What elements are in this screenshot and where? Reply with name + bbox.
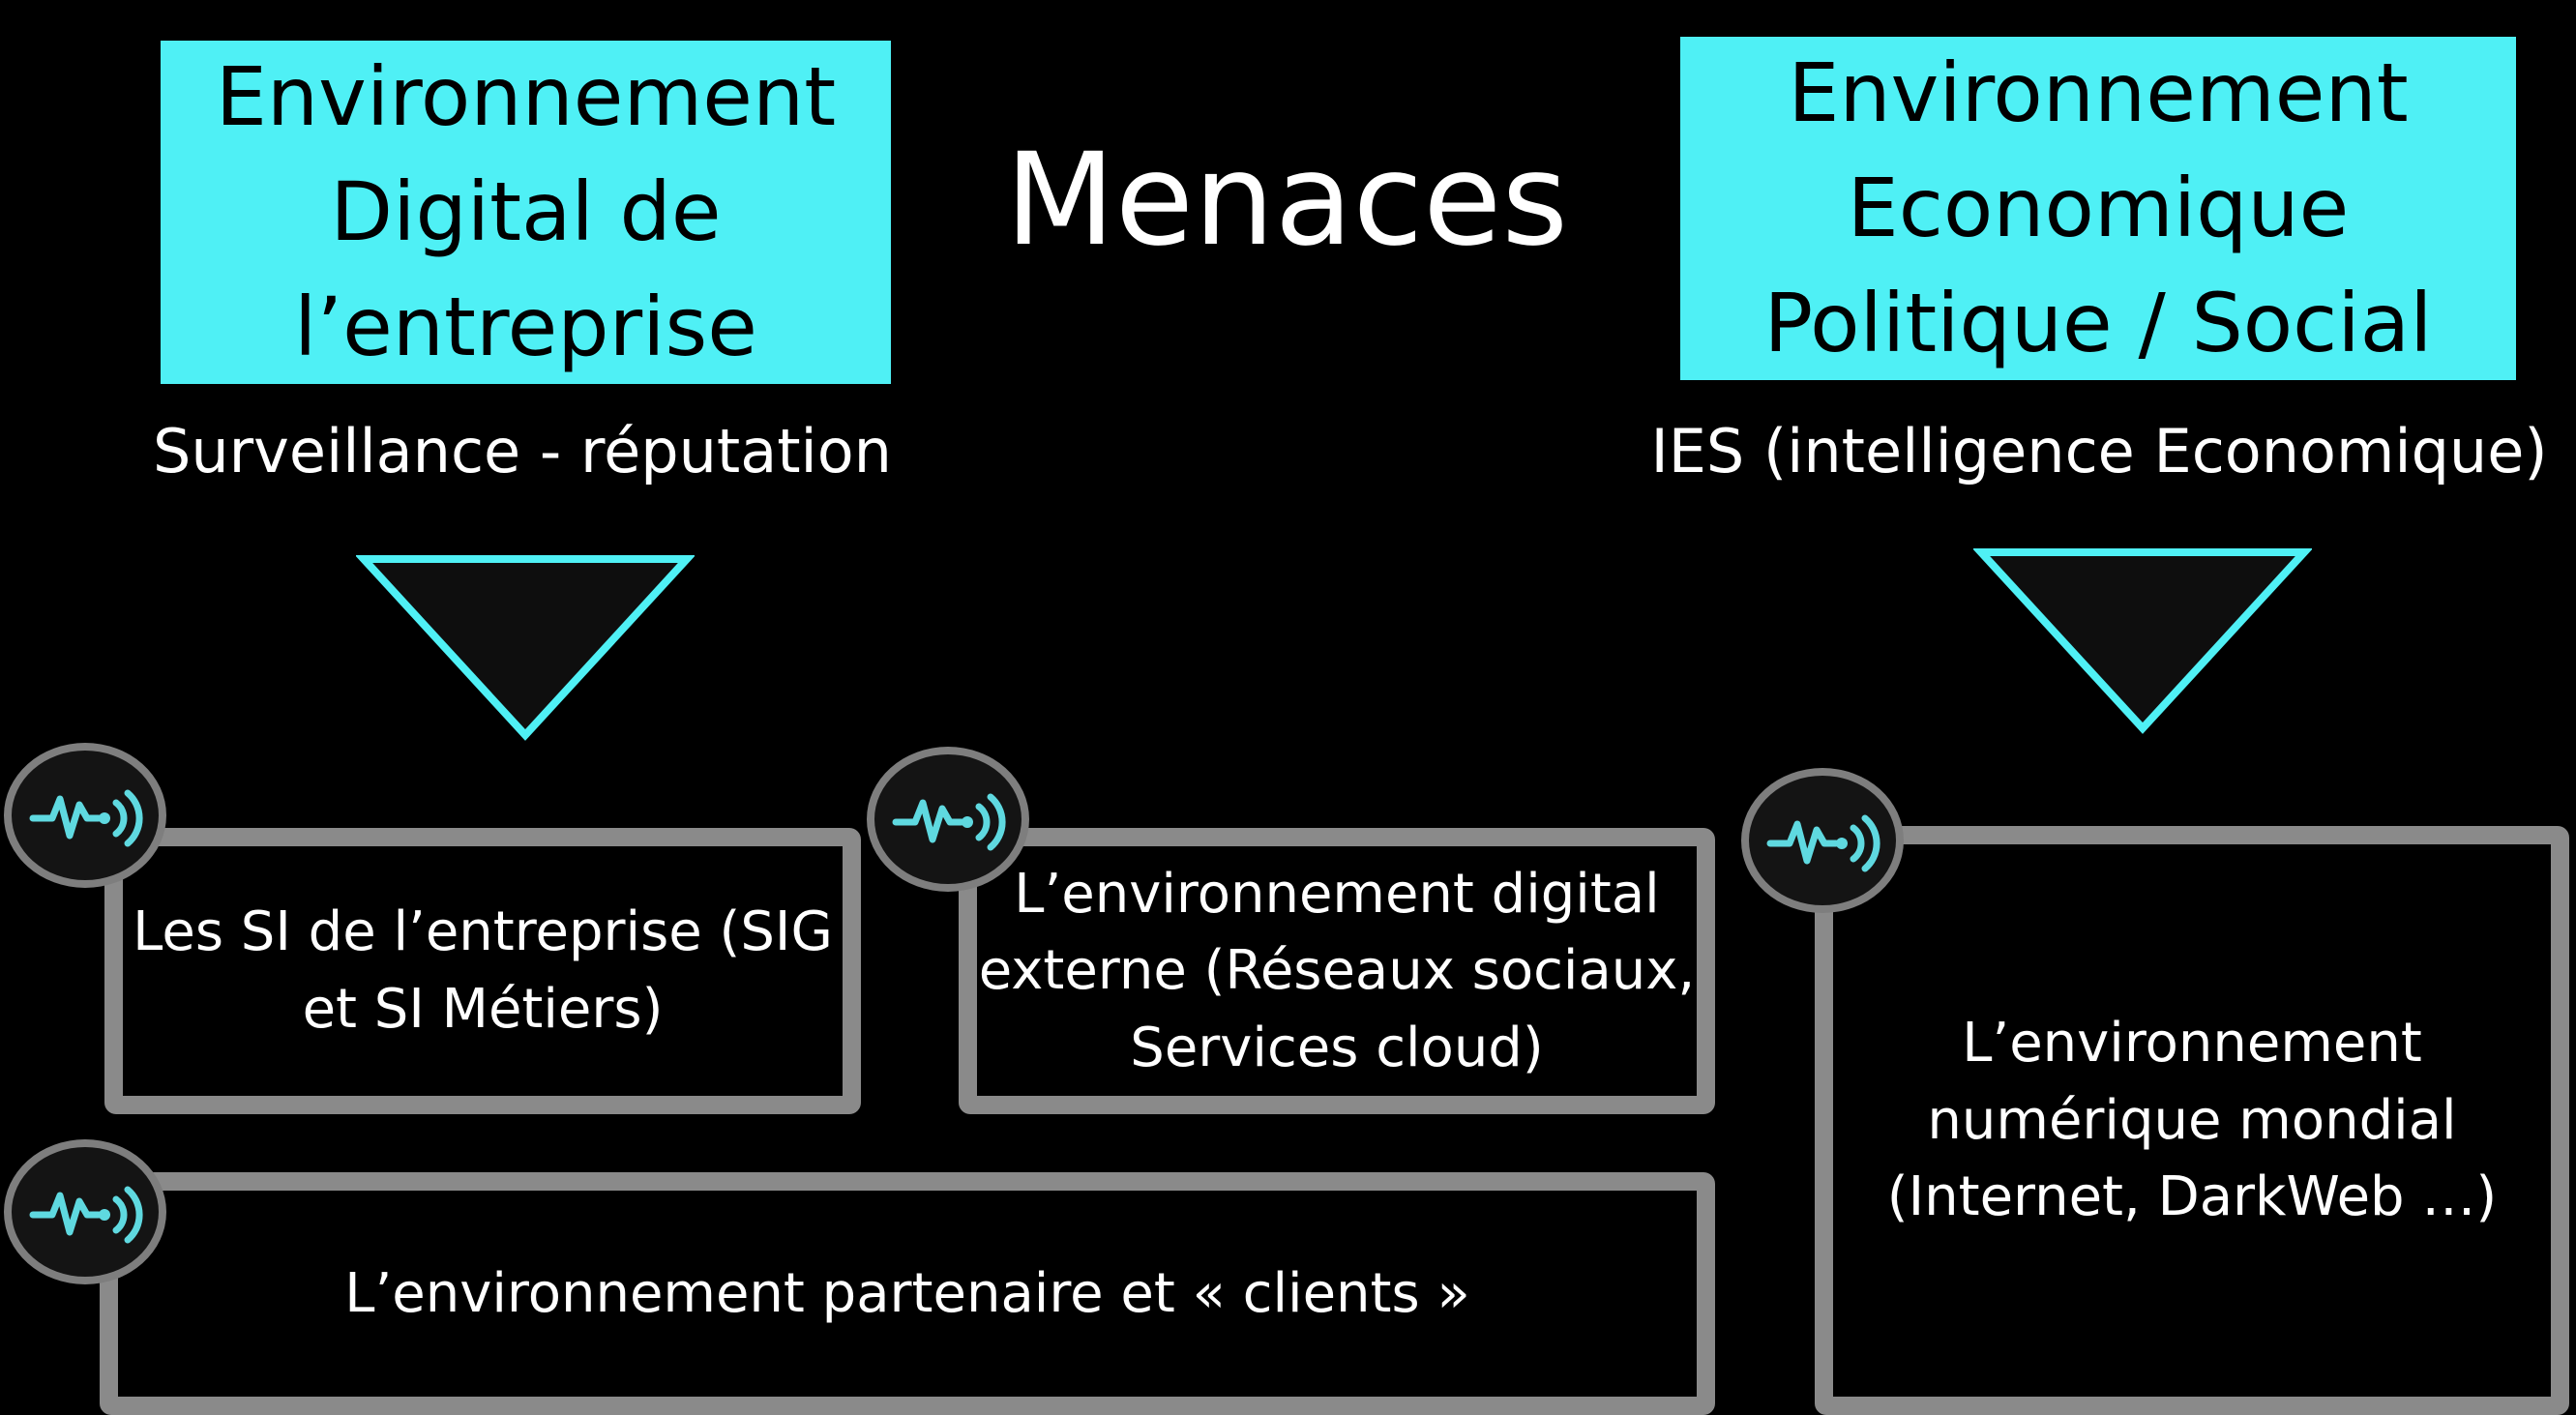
badge-digital-externe	[867, 747, 1029, 892]
badge-partenaire-clients	[4, 1139, 166, 1284]
box-partenaire-clients: L’environnement partenaire et « clients …	[100, 1172, 1715, 1415]
left-header-line-1: Environnement	[215, 48, 837, 144]
box-mondial-line-2: numérique mondial	[1927, 1088, 2457, 1152]
right-header-line-3: Politique / Social	[1763, 276, 2433, 371]
box-partenaire-line-1: L’environnement partenaire et « clients …	[344, 1261, 1470, 1325]
signal-pulse-icon	[29, 1186, 143, 1244]
right-down-triangle-icon	[1973, 548, 2312, 734]
box-mondial-line-3: (Internet, DarkWeb …)	[1886, 1165, 2498, 1229]
box-si-line-2: et SI Métiers)	[302, 978, 664, 1041]
box-digital-line-2: externe (Réseaux sociaux,	[978, 939, 1696, 1003]
left-header-box: Environnement Digital de l’entreprise	[161, 41, 891, 384]
badge-si-entreprise	[4, 743, 166, 888]
box-digital-externe: L’environnement digital externe (Réseaux…	[959, 828, 1715, 1114]
page-title: Menaces	[1004, 126, 1569, 275]
box-digital-line-3: Services cloud)	[1130, 1016, 1544, 1079]
left-subtitle: Surveillance - réputation	[153, 416, 892, 486]
box-numerique-mondial: L’environnement numérique mondial (Inter…	[1815, 826, 2569, 1415]
box-si-entreprise: Les SI de l’entreprise (SIG et SI Métier…	[104, 828, 861, 1114]
right-header-box: Environnement Economique Politique / Soc…	[1680, 37, 2516, 380]
badge-numerique-mondial	[1741, 768, 1904, 913]
left-down-triangle-icon	[356, 555, 695, 741]
right-header-line-1: Environnement	[1788, 44, 2409, 140]
box-mondial-line-1: L’environnement	[1962, 1012, 2422, 1076]
right-subtitle: IES (intelligence Economique)	[1650, 416, 2548, 486]
signal-pulse-icon	[1766, 814, 1880, 872]
signal-pulse-icon	[892, 793, 1006, 851]
left-header-line-3: l’entreprise	[294, 280, 757, 375]
box-digital-line-1: L’environnement digital	[1014, 862, 1660, 926]
left-header-line-2: Digital de	[330, 163, 722, 259]
right-header-line-2: Economique	[1847, 160, 2350, 255]
box-si-line-1: Les SI de l’entreprise (SIG	[133, 900, 833, 964]
signal-pulse-icon	[29, 789, 143, 847]
